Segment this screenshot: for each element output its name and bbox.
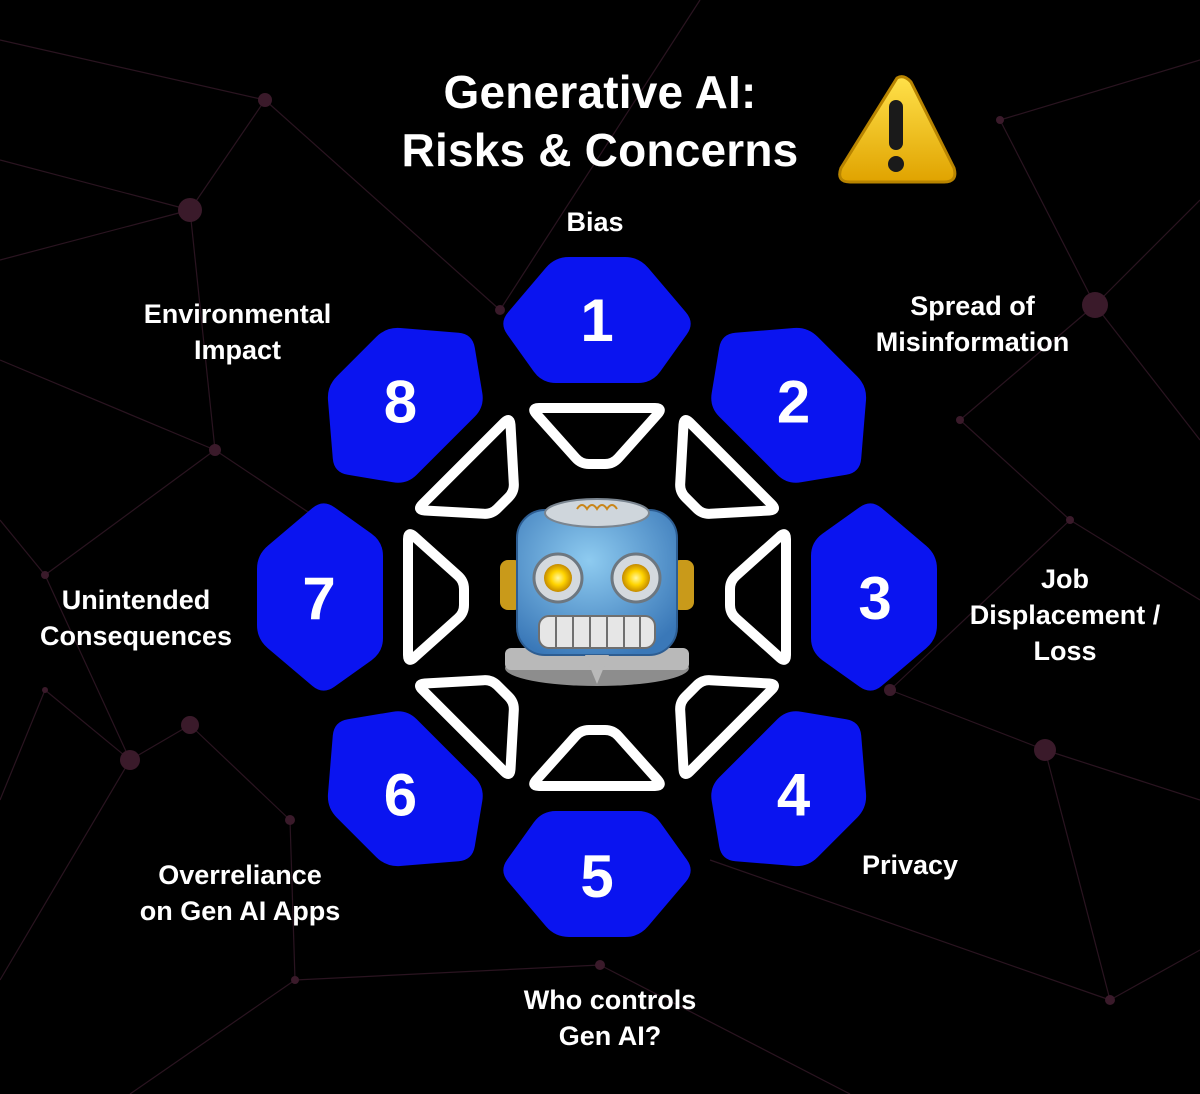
hexagon-job-displacement	[811, 503, 937, 691]
hexagon-who-controls	[503, 811, 691, 937]
title-line-1: Generative AI:	[443, 66, 757, 118]
inner-tile-who-controls	[529, 725, 665, 791]
label-environmental-impact: Environmental Impact	[143, 299, 332, 365]
inner-tile-unintended-consequences	[403, 529, 469, 665]
hexagon-number-5: 5	[580, 843, 613, 910]
label-bias: Bias	[566, 207, 624, 237]
label-job-displacement: Job Displacement / Loss	[969, 564, 1161, 666]
hexagon-number-1: 1	[580, 287, 613, 354]
hexagon-number-2: 2	[777, 368, 810, 435]
inner-tile-privacy	[675, 675, 779, 779]
label-unintended-consequences: Unintended Consequences	[39, 585, 233, 651]
hexagon-unintended-consequences	[257, 503, 383, 691]
hexagon-privacy	[711, 711, 867, 867]
title-line-2: Risks & Concerns	[401, 124, 799, 176]
inner-tile-overreliance	[415, 675, 519, 779]
label-who-controls: Who controls Gen AI?	[523, 985, 697, 1051]
inner-tile-job-displacement	[725, 529, 791, 665]
label-misinformation: Spread of Misinformation	[875, 291, 1070, 357]
hexagon-number-6: 6	[384, 762, 417, 829]
hexagon-overreliance	[327, 711, 483, 867]
label-overreliance: Overreliance on Gen AI Apps	[139, 860, 341, 926]
robot-face-icon	[500, 498, 694, 686]
hexagon-number-4: 4	[777, 762, 811, 829]
inner-tile-bias	[529, 403, 665, 469]
hexagon-number-3: 3	[858, 565, 891, 632]
warning-sign-icon	[838, 75, 957, 184]
hexagon-number-8: 8	[384, 368, 417, 435]
inner-tile-misinformation	[675, 415, 779, 519]
hexagon-number-7: 7	[302, 565, 335, 632]
inner-tile-environmental-impact	[415, 415, 519, 519]
label-privacy: Privacy	[861, 850, 959, 880]
hexagon-misinformation	[711, 327, 867, 483]
hexagon-bias	[503, 257, 691, 383]
hexagon-environmental-impact	[327, 327, 483, 483]
